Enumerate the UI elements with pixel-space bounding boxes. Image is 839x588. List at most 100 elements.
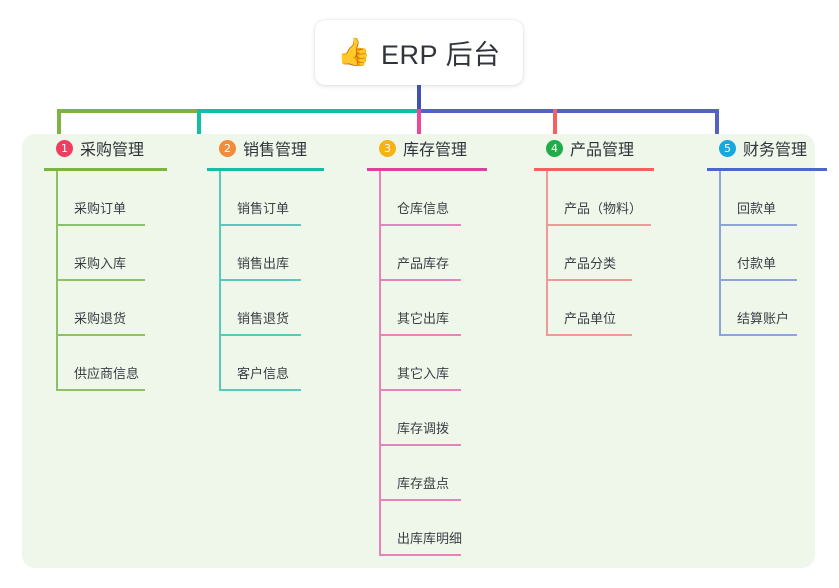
root-title: ERP 后台 [381,40,501,70]
list-item[interactable]: 库存盘点 [367,446,487,501]
list-item-label: 其它出库 [397,311,450,326]
branch-stub-3 [417,109,421,137]
list-item[interactable]: 回款单 [707,171,827,226]
list-item-label: 客户信息 [237,366,290,381]
list-item[interactable]: 销售订单 [207,171,324,226]
column-finance: 5 财务管理回款单付款单结算账户 [707,134,827,336]
root-node-card[interactable]: 👍 ERP 后台 [315,20,523,85]
bus-segment-green [57,109,200,113]
list-item[interactable]: 采购订单 [44,171,167,226]
list-item[interactable]: 客户信息 [207,336,324,391]
list-item-underline [56,334,145,336]
list-item-underline [379,389,461,391]
list-item-underline [219,389,301,391]
diagram-panel: 1 采购管理采购订单采购入库采购退货供应商信息 2 销售管理销售订单销售出库销售退货… [22,134,827,568]
list-item-label: 仓库信息 [397,201,450,216]
list-item[interactable]: 采购入库 [44,226,167,281]
list-item[interactable]: 出库库明细 [367,501,487,556]
branch-stub-5 [715,109,719,137]
list-item[interactable]: 仓库信息 [367,171,487,226]
list-item-label: 产品分类 [564,256,617,271]
column-number-badge: 4 [546,139,563,157]
column-spine [546,171,548,336]
list-item[interactable]: 销售退货 [207,281,324,336]
list-item-label: 付款单 [737,256,777,271]
list-item-label: 产品（物料） [564,201,643,216]
list-item[interactable]: 产品分类 [534,226,654,281]
list-item-underline [379,444,461,446]
column-underline [207,168,324,171]
column-number-badge: 5 [719,139,736,157]
list-item-underline [219,334,301,336]
column-purchase: 1 采购管理采购订单采购入库采购退货供应商信息 [44,134,167,391]
branch-stub-1 [57,109,61,137]
list-item[interactable]: 结算账户 [707,281,827,336]
list-item-label: 采购退货 [74,311,127,326]
list-item-underline [56,224,145,226]
trunk-connector [417,85,421,111]
column-title: 产品管理 [570,142,635,159]
column-product: 4 产品管理产品（物料） 产品分类产品单位 [534,134,654,336]
list-item-label: 出库库明细 [397,531,463,546]
column-number-badge: 3 [379,139,396,157]
list-item-underline [379,554,461,556]
list-item-underline [719,279,797,281]
list-item[interactable]: 库存调拨 [367,391,487,446]
list-item-underline [546,334,632,336]
list-item-underline [379,334,461,336]
list-item[interactable]: 采购退货 [44,281,167,336]
list-item-underline [219,224,301,226]
column-spine [379,171,381,556]
column-underline [44,168,167,171]
column-title: 财务管理 [743,142,808,159]
column-item-list: 仓库信息产品库存其它出库其它入库库存调拨库存盘点出库库明细 [367,171,487,556]
list-item[interactable]: 销售出库 [207,226,324,281]
list-item-label: 采购订单 [74,201,127,216]
column-header[interactable]: 1 采购管理 [44,134,167,162]
column-number-badge: 2 [219,139,236,157]
branch-stub-2 [197,109,201,137]
list-item-label: 销售退货 [237,311,290,326]
list-item-label: 采购入库 [74,256,127,271]
column-header[interactable]: 3 库存管理 [367,134,487,162]
list-item[interactable]: 其它入库 [367,336,487,391]
column-header[interactable]: 4 产品管理 [534,134,654,162]
list-item-label: 销售出库 [237,256,290,271]
list-item-label: 回款单 [737,201,777,216]
bus-segment-blue [417,109,719,113]
list-item[interactable]: 产品（物料） [534,171,654,226]
list-item-label: 产品库存 [397,256,450,271]
list-item-underline [56,279,145,281]
list-item-label: 库存调拨 [397,421,450,436]
column-header[interactable]: 2 销售管理 [207,134,324,162]
list-item-label: 销售订单 [237,201,290,216]
list-item-underline [546,279,632,281]
column-item-list: 采购订单采购入库采购退货供应商信息 [44,171,167,391]
column-title: 销售管理 [243,142,308,159]
column-title: 库存管理 [403,142,468,159]
list-item[interactable]: 产品单位 [534,281,654,336]
list-item-label: 其它入库 [397,366,450,381]
list-item-underline [379,499,461,501]
list-item[interactable]: 其它出库 [367,281,487,336]
column-spine [719,171,721,336]
bus-segment-teal [198,109,419,113]
column-number-badge: 1 [56,139,73,157]
list-item-underline [56,389,145,391]
list-item-underline [719,334,797,336]
column-item-list: 产品（物料） 产品分类产品单位 [534,171,654,336]
list-item[interactable]: 付款单 [707,226,827,281]
column-underline [707,168,827,171]
column-underline [534,168,654,171]
column-title: 采购管理 [80,142,145,159]
list-item[interactable]: 产品库存 [367,226,487,281]
list-item[interactable]: 供应商信息 [44,336,167,391]
column-item-list: 回款单付款单结算账户 [707,171,827,336]
column-header[interactable]: 5 财务管理 [707,134,827,162]
column-spine [219,171,221,391]
branch-stub-4 [553,109,557,137]
column-underline [367,168,487,171]
thumbs-up-icon: 👍 [337,37,372,67]
list-item-underline [546,224,651,226]
list-item-underline [719,224,797,226]
